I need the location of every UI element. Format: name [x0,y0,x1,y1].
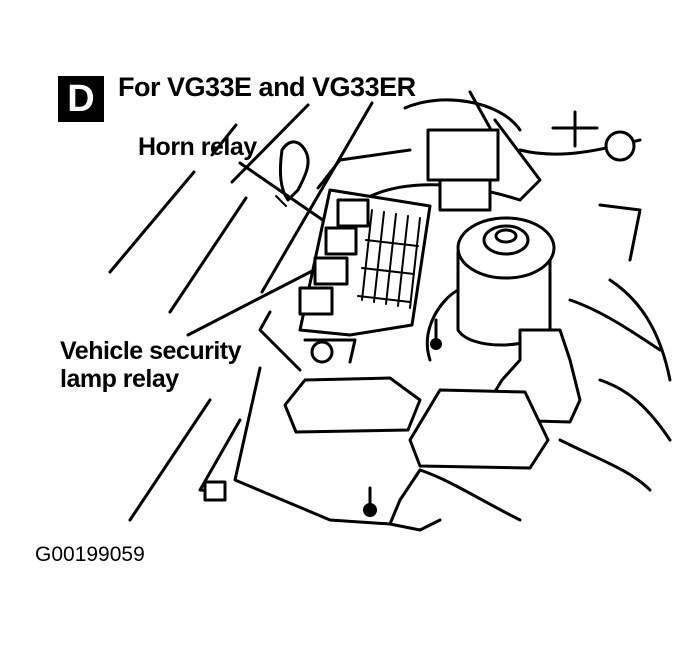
right-hose-3 [598,378,672,442]
battery-block-right [408,388,550,470]
horn-relay-label: Horn relay [138,133,257,161]
terminal-strap [303,338,357,364]
security-lamp-relay [298,286,334,316]
clip-tab [275,195,287,207]
cable-run [258,310,302,372]
fuse-rows [357,239,419,303]
bracket [493,118,542,202]
body-edge [316,148,412,190]
figure-code: G00199059 [35,543,145,566]
horn-relay [336,198,370,228]
tray-bottom [388,518,442,532]
battery-tray [233,366,422,526]
terminal [310,340,334,364]
upper-line [468,90,492,130]
upper-component [426,128,500,182]
upper-connector [438,178,492,212]
figure-title: For VG33E and VG33ER [118,72,416,102]
fuse-slots [361,209,421,309]
leader-line [108,170,196,274]
tray-right [418,468,522,522]
wire-clip [598,203,642,262]
top-bolt [551,110,599,148]
relay [324,226,358,256]
leader-line [230,103,310,184]
clip-shape [278,140,310,202]
security-relay-label-line2: lamp relay [60,365,179,393]
upper-hose [403,98,522,132]
actuator-hose [425,288,460,362]
panel-letter-badge: D [58,76,104,122]
battery-block-left [283,376,422,434]
hose-end [604,130,636,162]
fender-line [128,398,212,522]
leader-line [168,196,248,314]
leader-line [210,123,238,157]
right-hose-2 [568,298,662,352]
actuator-cap-center [494,228,518,244]
security-relay-label-line1: Vehicle security [60,337,242,365]
right-lower-line [558,438,652,492]
fender-clip [203,480,227,502]
right-outline [608,278,672,382]
relay [313,256,349,286]
leader-line [260,101,374,294]
security-relay-leader [186,266,320,337]
